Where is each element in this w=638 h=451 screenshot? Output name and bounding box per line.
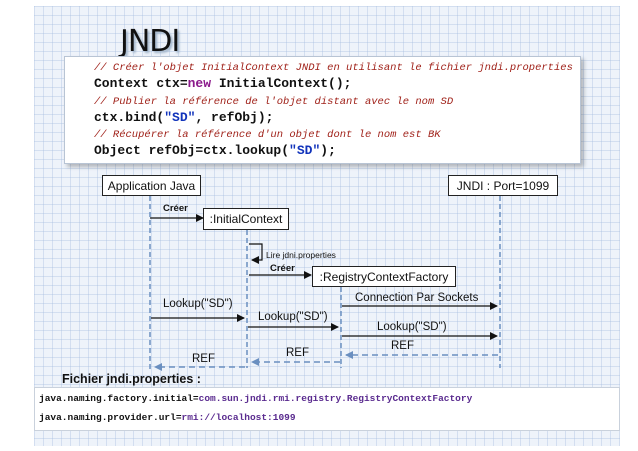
properties-line-1: java.naming.factory.initial=com.sun.jndi…	[39, 393, 472, 404]
code-text: Context ctx=	[94, 76, 188, 91]
jndi-port-box: JNDI : Port=1099	[448, 175, 558, 196]
properties-file-box: java.naming.factory.initial=com.sun.jndi…	[34, 387, 620, 431]
lire-properties-label: Lire jdni.properties	[266, 250, 336, 260]
connection-sockets-label: Connection Par Sockets	[355, 292, 479, 304]
code-text: InitialContext();	[211, 76, 352, 91]
lire-self-arrow	[249, 243, 263, 264]
code-text: );	[320, 143, 336, 158]
code-comment-3: // Récupérer la référence d'un objet don…	[94, 129, 441, 141]
application-java-box: Application Java	[102, 175, 201, 196]
ref-label-2: REF	[286, 347, 309, 359]
code-string: "SD"	[164, 110, 196, 125]
properties-file-title: Fichier jndi.properties :	[62, 372, 201, 386]
lookup-label-2: Lookup("SD")	[258, 311, 328, 323]
code-keyword: new	[187, 76, 212, 91]
slide-title: JNDI	[120, 24, 180, 59]
lookup-label-3: Lookup("SD")	[377, 321, 447, 333]
code-line-3: Object refObj=ctx.lookup("SD");	[94, 143, 336, 158]
ref-label-1: REF	[192, 353, 215, 365]
code-text: Object refObj=ctx.lookup(	[94, 143, 290, 158]
initial-context-box: :InitialContext	[203, 208, 289, 230]
code-line-1: Context ctx=new InitialContext();	[94, 76, 351, 91]
creer-label: Créer	[163, 203, 188, 214]
properties-line-2: java.naming.provider.url=rmi://localhost…	[39, 412, 296, 423]
property-value: com.sun.jndi.rmi.registry.RegistryContex…	[198, 393, 473, 404]
code-block: // Créer l'objet InitialContext JNDI en …	[64, 56, 581, 164]
ref-label-3: REF	[391, 340, 414, 352]
code-comment-1: // Créer l'objet InitialContext JNDI en …	[94, 62, 573, 74]
property-value: rmi://localhost:1099	[181, 412, 296, 423]
code-comment-2: // Publier la référence de l'objet dista…	[94, 96, 454, 108]
code-line-2: ctx.bind("SD", refObj);	[94, 110, 273, 125]
registry-context-factory-box: :RegistryContextFactory	[312, 266, 456, 287]
code-text: ctx.bind(	[94, 110, 165, 125]
code-string: "SD"	[289, 143, 321, 158]
property-key: java.naming.factory.initial=	[39, 393, 199, 404]
property-key: java.naming.provider.url=	[39, 412, 182, 423]
creer-registry-label: Créer	[270, 263, 295, 274]
lookup-label-1: Lookup("SD")	[163, 298, 233, 310]
code-text: , refObj);	[195, 110, 274, 125]
